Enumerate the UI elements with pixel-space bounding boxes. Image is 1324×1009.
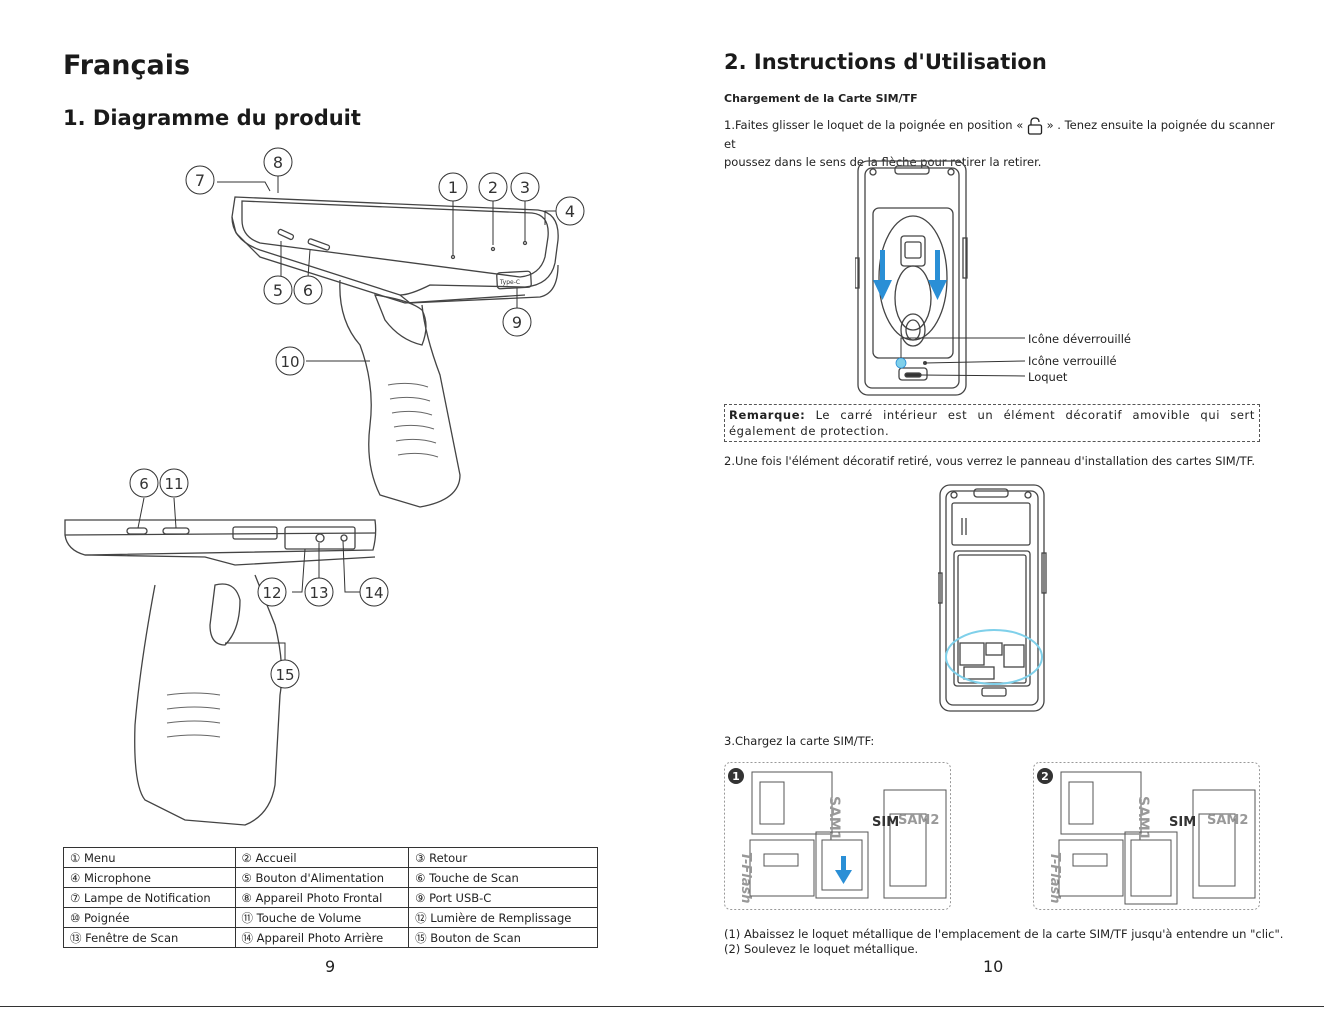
- step-badge-2: 2: [1041, 770, 1049, 783]
- step-3-text: 3.Chargez la carte SIM/TF:: [724, 734, 875, 748]
- table-row: ④ Microphone ⑤ Bouton d'Alimentation ⑥ T…: [63, 867, 598, 888]
- handle-removal-diagram: [855, 160, 1026, 396]
- legend-cell: ③ Retour: [408, 847, 598, 868]
- table-row: ① Menu ② Accueil ③ Retour: [63, 847, 598, 868]
- table-row: ⑦ Lampe de Notification ⑧ Appareil Photo…: [63, 887, 598, 908]
- note-label: Remarque:: [729, 408, 806, 422]
- legend-cell: ⑬ Fenêtre de Scan: [63, 927, 236, 948]
- note-text: Le carré intérieur est un élément décora…: [729, 408, 1255, 438]
- callout-13: 13: [309, 584, 328, 602]
- slot-label-sam1: SAM1: [826, 796, 842, 841]
- callout-6-b: 6: [139, 475, 149, 493]
- legend-cell: ⑤ Bouton d'Alimentation: [234, 867, 410, 888]
- page-number-right: 10: [983, 957, 1004, 976]
- slot-label-sam2: SAM2: [898, 813, 939, 828]
- callout-1: 1: [448, 178, 458, 197]
- callout-4: 4: [565, 202, 575, 221]
- bottom-divider: [0, 1006, 1324, 1007]
- slot-label-sim-2: SIM: [1169, 815, 1196, 830]
- table-row: ⑬ Fenêtre de Scan ⑭ Appareil Photo Arriè…: [63, 927, 598, 948]
- legend-cell: ⑫ Lumière de Remplissage: [408, 907, 598, 928]
- component-legend-table: ① Menu ② Accueil ③ Retour ④ Microphone ⑤…: [63, 847, 598, 948]
- callout-10: 10: [280, 353, 299, 371]
- page-number-left: 9: [325, 957, 336, 976]
- label-unlocked-icon: Icône déverrouillé: [1028, 332, 1132, 346]
- slot-label-sam2-2: SAM2: [1207, 813, 1248, 828]
- legend-cell: ⑮ Bouton de Scan: [408, 927, 598, 948]
- callout-5: 5: [273, 281, 283, 300]
- port-label: Type-C: [499, 279, 520, 286]
- subsection-title: Chargement de la Carte SIM/TF: [724, 92, 918, 105]
- instruction-1: (1) Abaissez le loquet métallique de l'e…: [724, 927, 1284, 941]
- legend-cell: ② Accueil: [234, 847, 410, 868]
- callout-14: 14: [364, 584, 383, 602]
- instruction-2: (2) Soulevez le loquet métallique.: [724, 942, 919, 956]
- legend-cell: ⑩ Poignée: [63, 907, 236, 928]
- page-title-francais: Français: [63, 50, 191, 81]
- legend-cell: ⑨ Port USB-C: [408, 887, 598, 908]
- legend-cell: ⑧ Appareil Photo Frontal: [234, 887, 410, 908]
- legend-cell: ⑭ Appareil Photo Arrière: [234, 927, 410, 948]
- callout-2: 2: [488, 178, 498, 197]
- note-box: Remarque: Le carré intérieur est un élém…: [724, 404, 1260, 442]
- callout-15: 15: [275, 666, 294, 684]
- slot-label-tflash: T-Flash: [738, 852, 753, 903]
- legend-cell: ① Menu: [63, 847, 236, 868]
- device-diagram-back: 6 11 12 13 14 15: [64, 468, 389, 826]
- callout-3: 3: [520, 178, 530, 197]
- legend-cell: ④ Microphone: [63, 867, 236, 888]
- section-title-diagram: 1. Diagramme du produit: [63, 106, 361, 130]
- legend-cell: ⑦ Lampe de Notification: [63, 887, 236, 908]
- slot-label-sim: SIM: [872, 815, 899, 830]
- slot-label-sam1-2: SAM1: [1135, 796, 1151, 841]
- section-title-instructions: 2. Instructions d'Utilisation: [724, 50, 1047, 74]
- step-2-text: 2.Une fois l'élément décoratif retiré, v…: [724, 454, 1256, 468]
- sim-panel-diagram: [938, 484, 1047, 712]
- table-row: ⑩ Poignée ⑪ Touche de Volume ⑫ Lumière d…: [63, 907, 598, 928]
- step-1-before: 1.Faites glisser le loquet de la poignée…: [724, 118, 1024, 132]
- device-diagram-front: 7 8 1 2 3 4 5 6 9 10 Type-C: [185, 147, 585, 508]
- callout-12: 12: [262, 584, 281, 602]
- unlock-icon: [1027, 116, 1043, 135]
- callout-11: 11: [164, 475, 183, 493]
- step-1-after: » . Tenez ensuite la poignée du scanner …: [724, 118, 1275, 151]
- callout-6: 6: [303, 281, 313, 300]
- callout-7: 7: [195, 171, 205, 190]
- step-badge-1: 1: [732, 770, 740, 783]
- slot-label-tflash-2: T-Flash: [1047, 852, 1062, 903]
- callout-9: 9: [512, 313, 522, 332]
- label-locked-icon: Icône verrouillé: [1028, 354, 1117, 368]
- sim-step-2-diagram: 2 SAM1 SIM SAM2 T-Flash: [1033, 762, 1260, 910]
- legend-cell: ⑥ Touche de Scan: [408, 867, 598, 888]
- sim-step-1-diagram: 1 SAM1 SIM SAM2 T-Flash: [724, 762, 951, 910]
- label-latch: Loquet: [1028, 370, 1068, 384]
- callout-8: 8: [273, 153, 283, 172]
- legend-cell: ⑪ Touche de Volume: [234, 907, 410, 928]
